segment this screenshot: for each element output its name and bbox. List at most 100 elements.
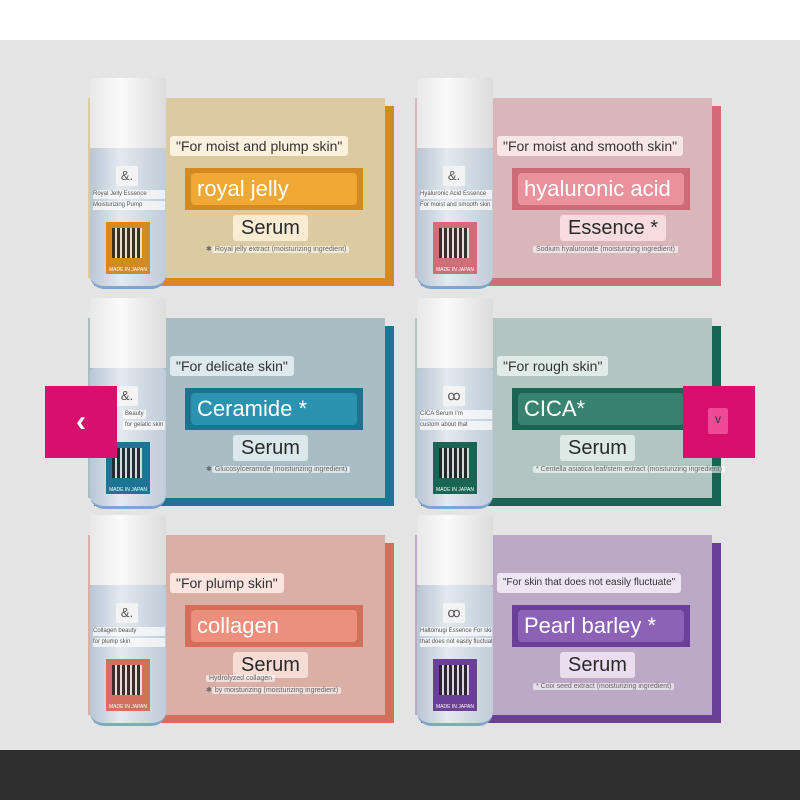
product-type: Serum — [560, 435, 635, 461]
chevron-down-icon: v — [708, 408, 728, 434]
bottle-cap — [417, 78, 493, 148]
product-type: Serum — [560, 652, 635, 678]
brand-logo: &. — [443, 166, 465, 186]
product-tagline: "For plump skin" — [170, 573, 284, 593]
product-tagline: "For rough skin" — [497, 356, 609, 376]
brand-logo: &. — [116, 386, 138, 406]
ingredient-name: Ceramide * — [191, 393, 357, 425]
qr-code-icon — [112, 665, 142, 695]
qr-code-icon — [439, 228, 469, 258]
qr-code-panel: MADE IN JAPAN — [433, 659, 477, 711]
ingredient-footnote: * Centella asiatica leaf/stem extract (m… — [533, 464, 725, 476]
ingredient-footnote: Sodium hyaluronate (moisturizing ingredi… — [533, 244, 678, 256]
bottle-cap — [90, 78, 166, 148]
ingredient-footnote: ✱Glucosylceramide (moisturizing ingredie… — [206, 464, 351, 476]
ingredient-band: Ceramide * — [185, 388, 363, 430]
bottle-sublabel: custom about that — [420, 421, 492, 430]
qr-code-icon — [439, 665, 469, 695]
footnote-text: Sodium hyaluronate (moisturizing ingredi… — [533, 246, 678, 253]
footnote-mark: ✱ — [206, 246, 212, 253]
made-in-label: MADE IN JAPAN — [436, 704, 474, 710]
footnote-mark: ✱ — [206, 687, 212, 694]
made-in-label: MADE IN JAPAN — [436, 487, 474, 493]
bottle-sublabel: for gelatic skin — [123, 421, 166, 430]
footnote-text: * Centella asiatica leaf/stem extract (m… — [533, 466, 725, 473]
product-card[interactable]: "For delicate skin" Ceramide * Serum ✱Gluco… — [88, 298, 398, 510]
bottle-label: Beauty — [123, 410, 146, 419]
product-tagline: "For skin that does not easily fluctuate… — [497, 573, 682, 593]
footnote-prefix: Hydrolyzed collagen — [206, 675, 276, 682]
ingredient-name: CICA* — [518, 393, 684, 425]
bottle-label: Hyaluronic Acid Essence — [420, 190, 492, 199]
prev-slide-button[interactable]: ‹ — [45, 386, 117, 458]
ingredient-footnote: Hydrolyzed collagen ✱by moisturizing (moi… — [206, 673, 342, 694]
footer-bar — [0, 750, 800, 800]
bottle-label: Royal Jelly Essence — [93, 190, 165, 199]
next-slide-button[interactable]: v — [683, 386, 755, 458]
footnote-text: by moisturizing (moisturizing ingredient… — [211, 687, 342, 694]
bottle-label: CICA Serum I'm — [420, 410, 492, 419]
ingredient-footnote: * Coix seed extract (moisturizing ingred… — [533, 681, 675, 693]
product-tagline: "For moist and plump skin" — [170, 136, 349, 156]
ingredient-name: collagen — [191, 610, 357, 642]
qr-code-icon — [439, 448, 469, 478]
ingredient-name: hyaluronic acid — [518, 173, 684, 205]
product-type: Serum — [233, 435, 308, 461]
made-in-label: MADE IN JAPAN — [436, 267, 474, 273]
qr-code-icon — [112, 228, 142, 258]
made-in-label: MADE IN JAPAN — [109, 267, 147, 273]
brand-logo: &. — [116, 166, 138, 186]
product-card[interactable]: "For moist and smooth skin" hyaluronic ac… — [415, 78, 725, 290]
product-card[interactable]: "For skin that does not easily fluctuate… — [415, 515, 725, 727]
bottle-label: Collagen beauty — [93, 627, 165, 636]
product-tagline: "For moist and smooth skin" — [497, 136, 684, 156]
bottle-cap — [90, 298, 166, 368]
bottle-sublabel: for plump skin — [93, 638, 165, 647]
qr-code-panel: MADE IN JAPAN — [433, 222, 477, 274]
ingredient-name: royal jelly — [191, 173, 357, 205]
product-tagline: "For delicate skin" — [170, 356, 294, 376]
qr-code-panel: MADE IN JAPAN — [433, 442, 477, 494]
made-in-label: MADE IN JAPAN — [109, 704, 147, 710]
qr-code-panel: MADE IN JAPAN — [106, 659, 150, 711]
bottle-cap — [417, 298, 493, 368]
footnote-text: Glucosylceramide (moisturizing ingredien… — [211, 466, 351, 473]
bottle-cap — [417, 515, 493, 585]
footnote-text: * Coix seed extract (moisturizing ingred… — [533, 683, 675, 690]
brand-logo: ꝏ — [443, 603, 465, 623]
chevron-left-icon: ‹ — [76, 405, 86, 438]
qr-code-icon — [112, 448, 142, 478]
ingredient-band: collagen — [185, 605, 363, 647]
bottle-sublabel: Moisturizing Pump — [93, 201, 165, 210]
product-card[interactable]: "For rough skin" CICA* Serum * Centella asi… — [415, 298, 725, 510]
ingredient-band: royal jelly — [185, 168, 363, 210]
brand-logo: &. — [116, 603, 138, 623]
footnote-mark: ✱ — [206, 466, 212, 473]
ingredient-band: CICA* — [512, 388, 690, 430]
bottle-sublabel: For moist and smooth skin — [420, 201, 492, 210]
ingredient-band: Pearl barley * — [512, 605, 690, 647]
bottle-cap — [90, 515, 166, 585]
qr-code-panel: MADE IN JAPAN — [106, 222, 150, 274]
product-type: Serum — [233, 652, 308, 678]
bottle-sublabel: that does not easily fluctuate — [420, 638, 492, 647]
ingredient-name: Pearl barley * — [518, 610, 684, 642]
ingredient-band: hyaluronic acid — [512, 168, 690, 210]
made-in-label: MADE IN JAPAN — [109, 487, 147, 493]
bottle-label: Haltomugi Essence For skin — [420, 627, 492, 636]
brand-logo: ꝏ — [443, 386, 465, 406]
footnote-text: Royal jelly extract (moisturizing ingred… — [211, 246, 350, 253]
product-type: Serum — [233, 215, 308, 241]
ingredient-footnote: ✱Royal jelly extract (moisturizing ingre… — [206, 244, 350, 256]
